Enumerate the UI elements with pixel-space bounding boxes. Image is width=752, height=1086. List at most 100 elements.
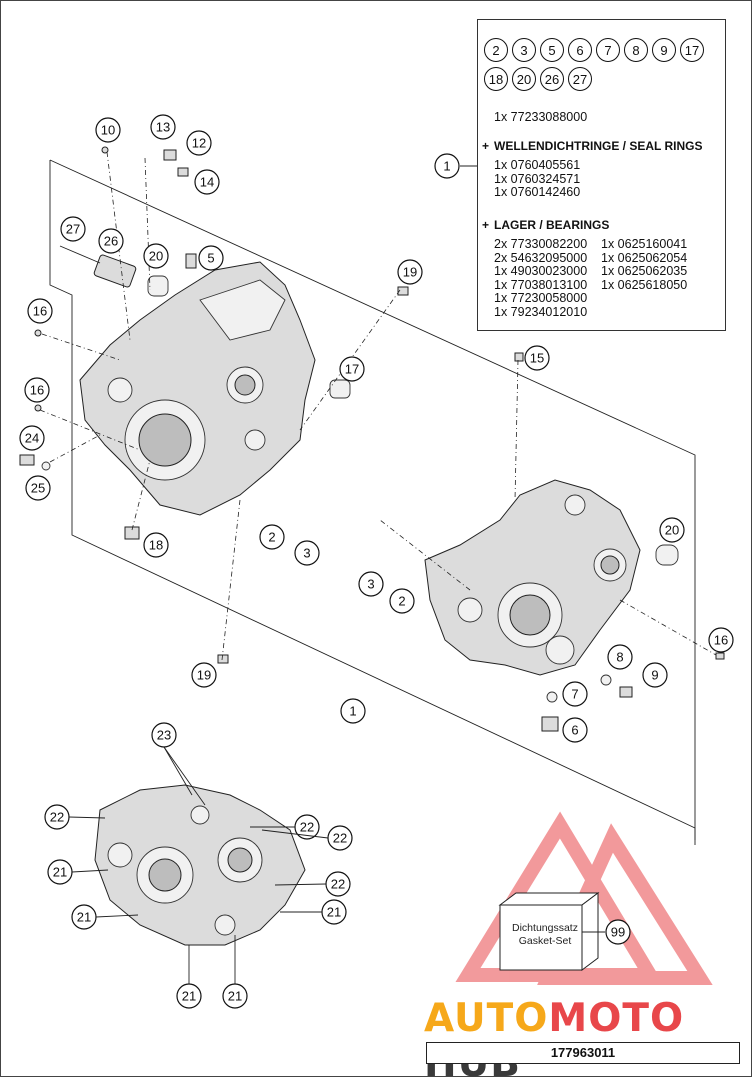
callout-21-bottom1: 21: [176, 983, 202, 1009]
svg-text:22: 22: [331, 877, 345, 892]
drawing-part-number: 177963011: [426, 1042, 740, 1064]
callouts: 1 10 13 12 14 27 26 20 5 19 16 17 15 16 …: [19, 114, 734, 1009]
logo-moto: MOTO: [548, 996, 685, 1041]
svg-text:21: 21: [327, 905, 341, 920]
svg-text:5: 5: [207, 251, 214, 266]
svg-text:14: 14: [200, 175, 214, 190]
svg-text:22: 22: [50, 810, 64, 825]
callout-22-r2: 22: [327, 825, 353, 851]
svg-text:8: 8: [616, 650, 623, 665]
svg-text:22: 22: [333, 831, 347, 846]
svg-text:2: 2: [398, 594, 405, 609]
callout-12: 12: [186, 130, 212, 156]
callout-7: 7: [562, 681, 588, 707]
callout-6: 6: [562, 717, 588, 743]
callout-10: 10: [95, 117, 121, 143]
seal-ring-item: 1x 0760142460: [494, 185, 581, 199]
bearing-item: 1x 77038013100: [494, 277, 588, 292]
seal-ring-item: 1x 0760324571: [494, 171, 581, 186]
seal-rings-plus: +: [482, 139, 490, 153]
svg-text:16: 16: [30, 383, 44, 398]
bearing-item: 1x 0625062054: [601, 250, 688, 265]
svg-text:3: 3: [303, 546, 310, 561]
svg-text:19: 19: [403, 265, 417, 280]
callout-18: 18: [143, 532, 169, 558]
svg-text:3: 3: [367, 577, 374, 592]
kit-set-number: 1x 77233088000: [494, 110, 588, 124]
left-crankcase-half: [79, 261, 316, 516]
kit-number: 7: [596, 38, 620, 62]
bearings-heading: LAGER / BEARINGS: [494, 218, 610, 232]
svg-text:22: 22: [300, 820, 314, 835]
callout-22-left: 22: [44, 804, 70, 830]
kit-number: 3: [512, 38, 536, 62]
callout-25: 25: [25, 475, 51, 501]
kit-number: 17: [680, 38, 704, 62]
callout-21-bottom2: 21: [222, 983, 248, 1009]
callout-22-r3: 22: [325, 871, 351, 897]
callout-14: 14: [194, 169, 220, 195]
callout-21-left: 21: [47, 859, 73, 885]
kit-numbers-row-1: 2 3 5 6 7 8 9 17: [484, 38, 704, 62]
assembly-outline: [49, 159, 696, 845]
callout-27: 27: [60, 216, 86, 242]
kit-number: 2: [484, 38, 508, 62]
callout-24: 24: [19, 425, 45, 451]
callout-13: 13: [150, 114, 176, 140]
svg-text:21: 21: [77, 910, 91, 925]
kit-number: 27: [568, 67, 592, 91]
callout-8: 8: [607, 644, 633, 670]
logo-auto: AUTO: [424, 996, 549, 1041]
svg-text:18: 18: [149, 538, 163, 553]
svg-text:6: 6: [571, 723, 578, 738]
seal-rings-list: 1x 0760405561 1x 0760324571 1x 076014246…: [494, 158, 581, 200]
callout-2-right: 2: [389, 588, 415, 614]
callout-3-right: 3: [358, 571, 384, 597]
callout-99-gasket: 99: [605, 919, 631, 945]
kit-number: 8: [624, 38, 648, 62]
gasket-set-box-graphic: [498, 892, 605, 971]
bearing-item: 2x 54632095000: [494, 250, 588, 265]
callout-26: 26: [98, 228, 124, 254]
svg-text:23: 23: [157, 728, 171, 743]
kit-number: 5: [540, 38, 564, 62]
svg-text:21: 21: [53, 865, 67, 880]
leader-lines: [39, 151, 717, 661]
bearing-item: 2x 77330082200: [494, 237, 588, 251]
bearing-item: 1x 0625062035: [601, 264, 688, 278]
kit-number: 6: [568, 38, 592, 62]
gasket-set-english: Gasket-Set: [518, 935, 572, 947]
bearing-item: 1x 77230058000: [494, 291, 588, 305]
gasket-set-german: Dichtungssatz: [512, 922, 578, 934]
kit-number: 18: [484, 67, 508, 91]
svg-text:2: 2: [268, 530, 275, 545]
callout-2-left: 2: [259, 524, 285, 550]
callout-9: 9: [642, 662, 668, 688]
callout-21-lowleft: 21: [71, 904, 97, 930]
svg-text:27: 27: [66, 222, 80, 237]
svg-text:19: 19: [197, 668, 211, 683]
svg-text:20: 20: [149, 249, 163, 264]
bearing-item: 1x 49030023000: [494, 264, 588, 278]
callout-15: 15: [524, 345, 550, 371]
svg-text:25: 25: [31, 481, 45, 496]
kit-number: 9: [652, 38, 676, 62]
bearings-plus: +: [482, 218, 490, 232]
callout-16-mid: 16: [24, 377, 50, 403]
svg-text:1: 1: [443, 159, 450, 174]
reference-crankcase-view: [94, 784, 306, 946]
callout-19-bottom: 19: [191, 662, 217, 688]
bearing-item: 1x 79234012010: [494, 304, 588, 319]
automotohub-logo: AUTOMOTOHUB: [424, 996, 752, 1086]
callout-17: 17: [339, 356, 365, 382]
kit-number: 20: [512, 67, 536, 91]
kit-number: 26: [540, 67, 564, 91]
callout-1-box: 1: [434, 153, 460, 179]
callout-20-top: 20: [143, 243, 169, 269]
gasket-set-label: Dichtungssatz Gasket-Set: [504, 922, 586, 948]
callout-1-bottom: 1: [340, 698, 366, 724]
callout-20-right: 20: [659, 517, 685, 543]
callout-5: 5: [198, 245, 224, 271]
loose-parts: [19, 146, 725, 732]
